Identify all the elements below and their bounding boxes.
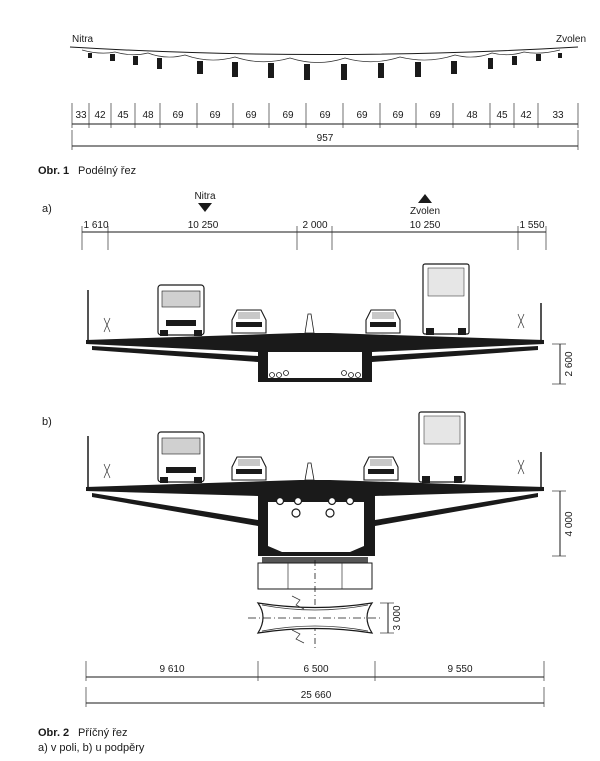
span-label: 69 <box>319 110 331 121</box>
cross-section-support: b) <box>42 411 575 707</box>
box-void-support <box>268 502 364 552</box>
direction-down-arrow <box>198 203 212 212</box>
truck-right-support <box>418 411 466 483</box>
cross-section-span: a) Nitra Zvolen 1 610 10 250 2 000 10 25… <box>42 191 575 385</box>
span-label: 69 <box>209 110 221 121</box>
span-label: 69 <box>245 110 257 121</box>
direction-nitra-label: Nitra <box>194 191 216 202</box>
height-label-support: 4 000 <box>564 511 575 536</box>
car-left-support <box>231 456 267 481</box>
pier-height-label: 3 000 <box>392 605 403 630</box>
dimension-label: 1 610 <box>83 220 108 231</box>
car-right <box>365 309 401 334</box>
bottom-total-label: 25 660 <box>301 690 332 701</box>
total-length-label: 957 <box>317 133 334 144</box>
span-label: 33 <box>75 110 87 121</box>
figure-2-number: Obr. 2 <box>38 727 69 739</box>
span-label: 42 <box>520 110 532 121</box>
dimension-label: 1 550 <box>519 220 544 231</box>
truck-right <box>422 263 470 335</box>
figure-1-number: Obr. 1 <box>38 165 69 177</box>
piers-row <box>88 53 562 80</box>
dimension-label: 10 250 <box>410 220 441 231</box>
dimension-label: 10 250 <box>188 220 219 231</box>
span-label: 45 <box>117 110 129 121</box>
bus-left-support <box>157 431 205 483</box>
figure-1-caption: Podélný řez <box>78 165 136 177</box>
height-label: 2 600 <box>564 351 575 376</box>
direction-up-arrow <box>418 194 432 203</box>
right-city-label: Zvolen <box>556 34 586 45</box>
span-label: 69 <box>429 110 441 121</box>
direction-zvolen-label: Zvolen <box>410 206 440 217</box>
box-void <box>268 352 362 378</box>
bottom-dimension-label: 6 500 <box>303 664 328 675</box>
bus-left <box>157 284 205 336</box>
figure-2-subcaption: a) v poli, b) u podpěry <box>38 742 145 754</box>
span-label: 45 <box>496 110 508 121</box>
car-right-support <box>363 456 399 481</box>
span-label: 48 <box>466 110 478 121</box>
bottom-dimension-label: 9 550 <box>447 664 472 675</box>
deck-bottom-line <box>81 49 561 63</box>
span-label: 69 <box>282 110 294 121</box>
span-label: 48 <box>142 110 154 121</box>
dimension-label: 2 000 <box>302 220 327 231</box>
left-strut <box>92 346 258 362</box>
deck-top-line <box>69 46 579 55</box>
span-labels: 33 42 45 48 69 69 69 69 69 69 69 69 48 4… <box>75 110 564 121</box>
right-strut <box>372 346 538 362</box>
span-ticks <box>71 103 579 128</box>
left-city-label: Nitra <box>72 34 94 45</box>
car-left <box>231 309 267 334</box>
longitudinal-section: Nitra Zvolen <box>38 34 586 177</box>
figure-2-caption: Příčný řez <box>78 727 128 739</box>
section-b-label: b) <box>42 416 52 428</box>
span-label: 42 <box>94 110 106 121</box>
span-label: 33 <box>552 110 564 121</box>
section-a-label: a) <box>42 203 52 215</box>
span-label: 69 <box>172 110 184 121</box>
span-label: 69 <box>392 110 404 121</box>
bottom-dimension-label: 9 610 <box>159 664 184 675</box>
span-label: 69 <box>356 110 368 121</box>
